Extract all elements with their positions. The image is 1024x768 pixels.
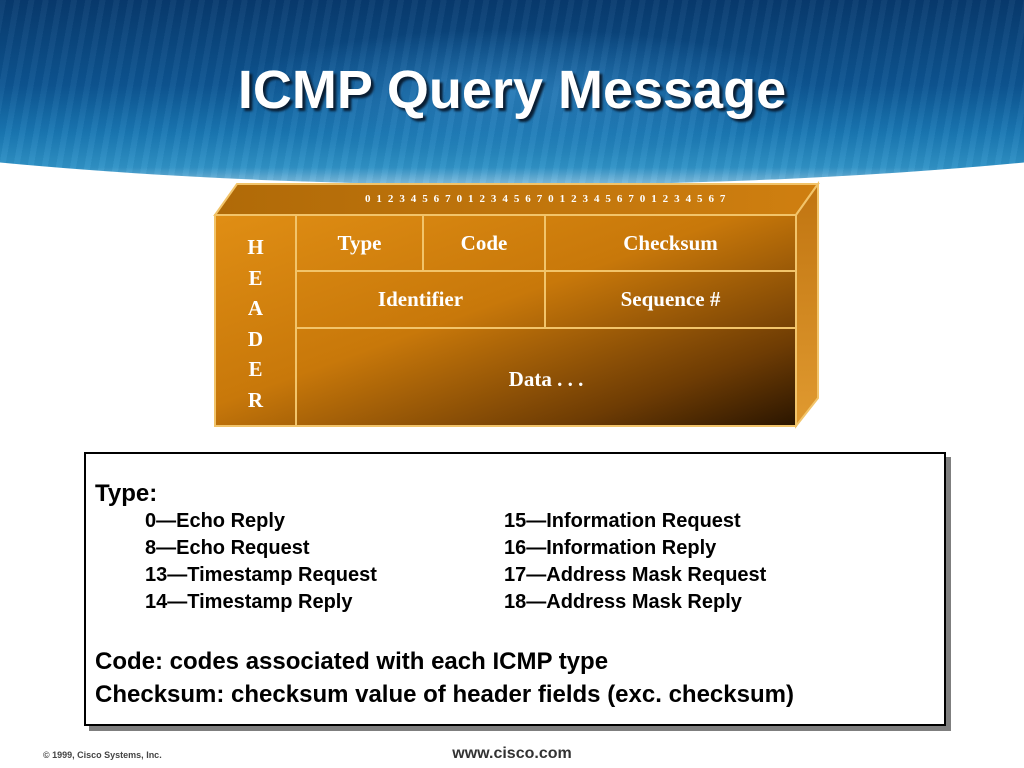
- copyright-notice: © 1999, Cisco Systems, Inc.: [43, 750, 162, 760]
- field-identifier: Identifier: [377, 287, 464, 311]
- header-letter: E: [248, 265, 263, 290]
- icmp-packet-diagram: 0 1 2 3 4 5 6 7 0 1 2 3 4 5 6 7 0 1 2 3 …: [213, 180, 820, 429]
- field-checksum: Checksum: [623, 231, 718, 255]
- type-item: 15—Information Request: [504, 510, 741, 532]
- box-front-face: [214, 214, 797, 427]
- type-item: 17—Address Mask Request: [504, 564, 767, 586]
- header-label: H E A D E R: [215, 215, 296, 425]
- field-type: Type: [337, 231, 382, 255]
- type-heading: Type:: [95, 480, 158, 507]
- header-letter: D: [247, 326, 264, 351]
- type-item: 13—Timestamp Request: [145, 564, 377, 586]
- code-description: Code: codes associated with each ICMP ty…: [95, 648, 609, 675]
- field-code: Code: [460, 231, 508, 255]
- type-item: 0—Echo Reply: [145, 510, 286, 532]
- type-item: 18—Address Mask Reply: [504, 591, 742, 613]
- header-letter: H: [247, 235, 264, 259]
- field-data: Data . . .: [508, 366, 584, 391]
- slide-title: ICMP Query Message: [237, 60, 787, 120]
- type-item: 8—Echo Request: [145, 537, 310, 559]
- title-banner: [0, 0, 1024, 185]
- checksum-description: Checksum: checksum value of header field…: [95, 681, 794, 708]
- header-letter: E: [248, 357, 263, 381]
- header-letter: R: [247, 387, 264, 412]
- bit-numbering: 0 1 2 3 4 5 6 7 0 1 2 3 4 5 6 7 0 1 2 3 …: [364, 193, 728, 205]
- footer-url: www.cisco.com: [452, 745, 572, 762]
- type-item: 16—Information Reply: [504, 537, 717, 559]
- type-item: 14—Timestamp Reply: [145, 591, 353, 613]
- box-side-face: [795, 180, 819, 429]
- field-sequence: Sequence #: [620, 287, 721, 311]
- packet-box-graphic: [213, 180, 820, 429]
- header-letter: A: [247, 296, 264, 320]
- type-info-box: Type: 0—Echo Reply 8—Echo Request 13—Tim…: [84, 452, 946, 726]
- box-grid-lines: [295, 215, 796, 426]
